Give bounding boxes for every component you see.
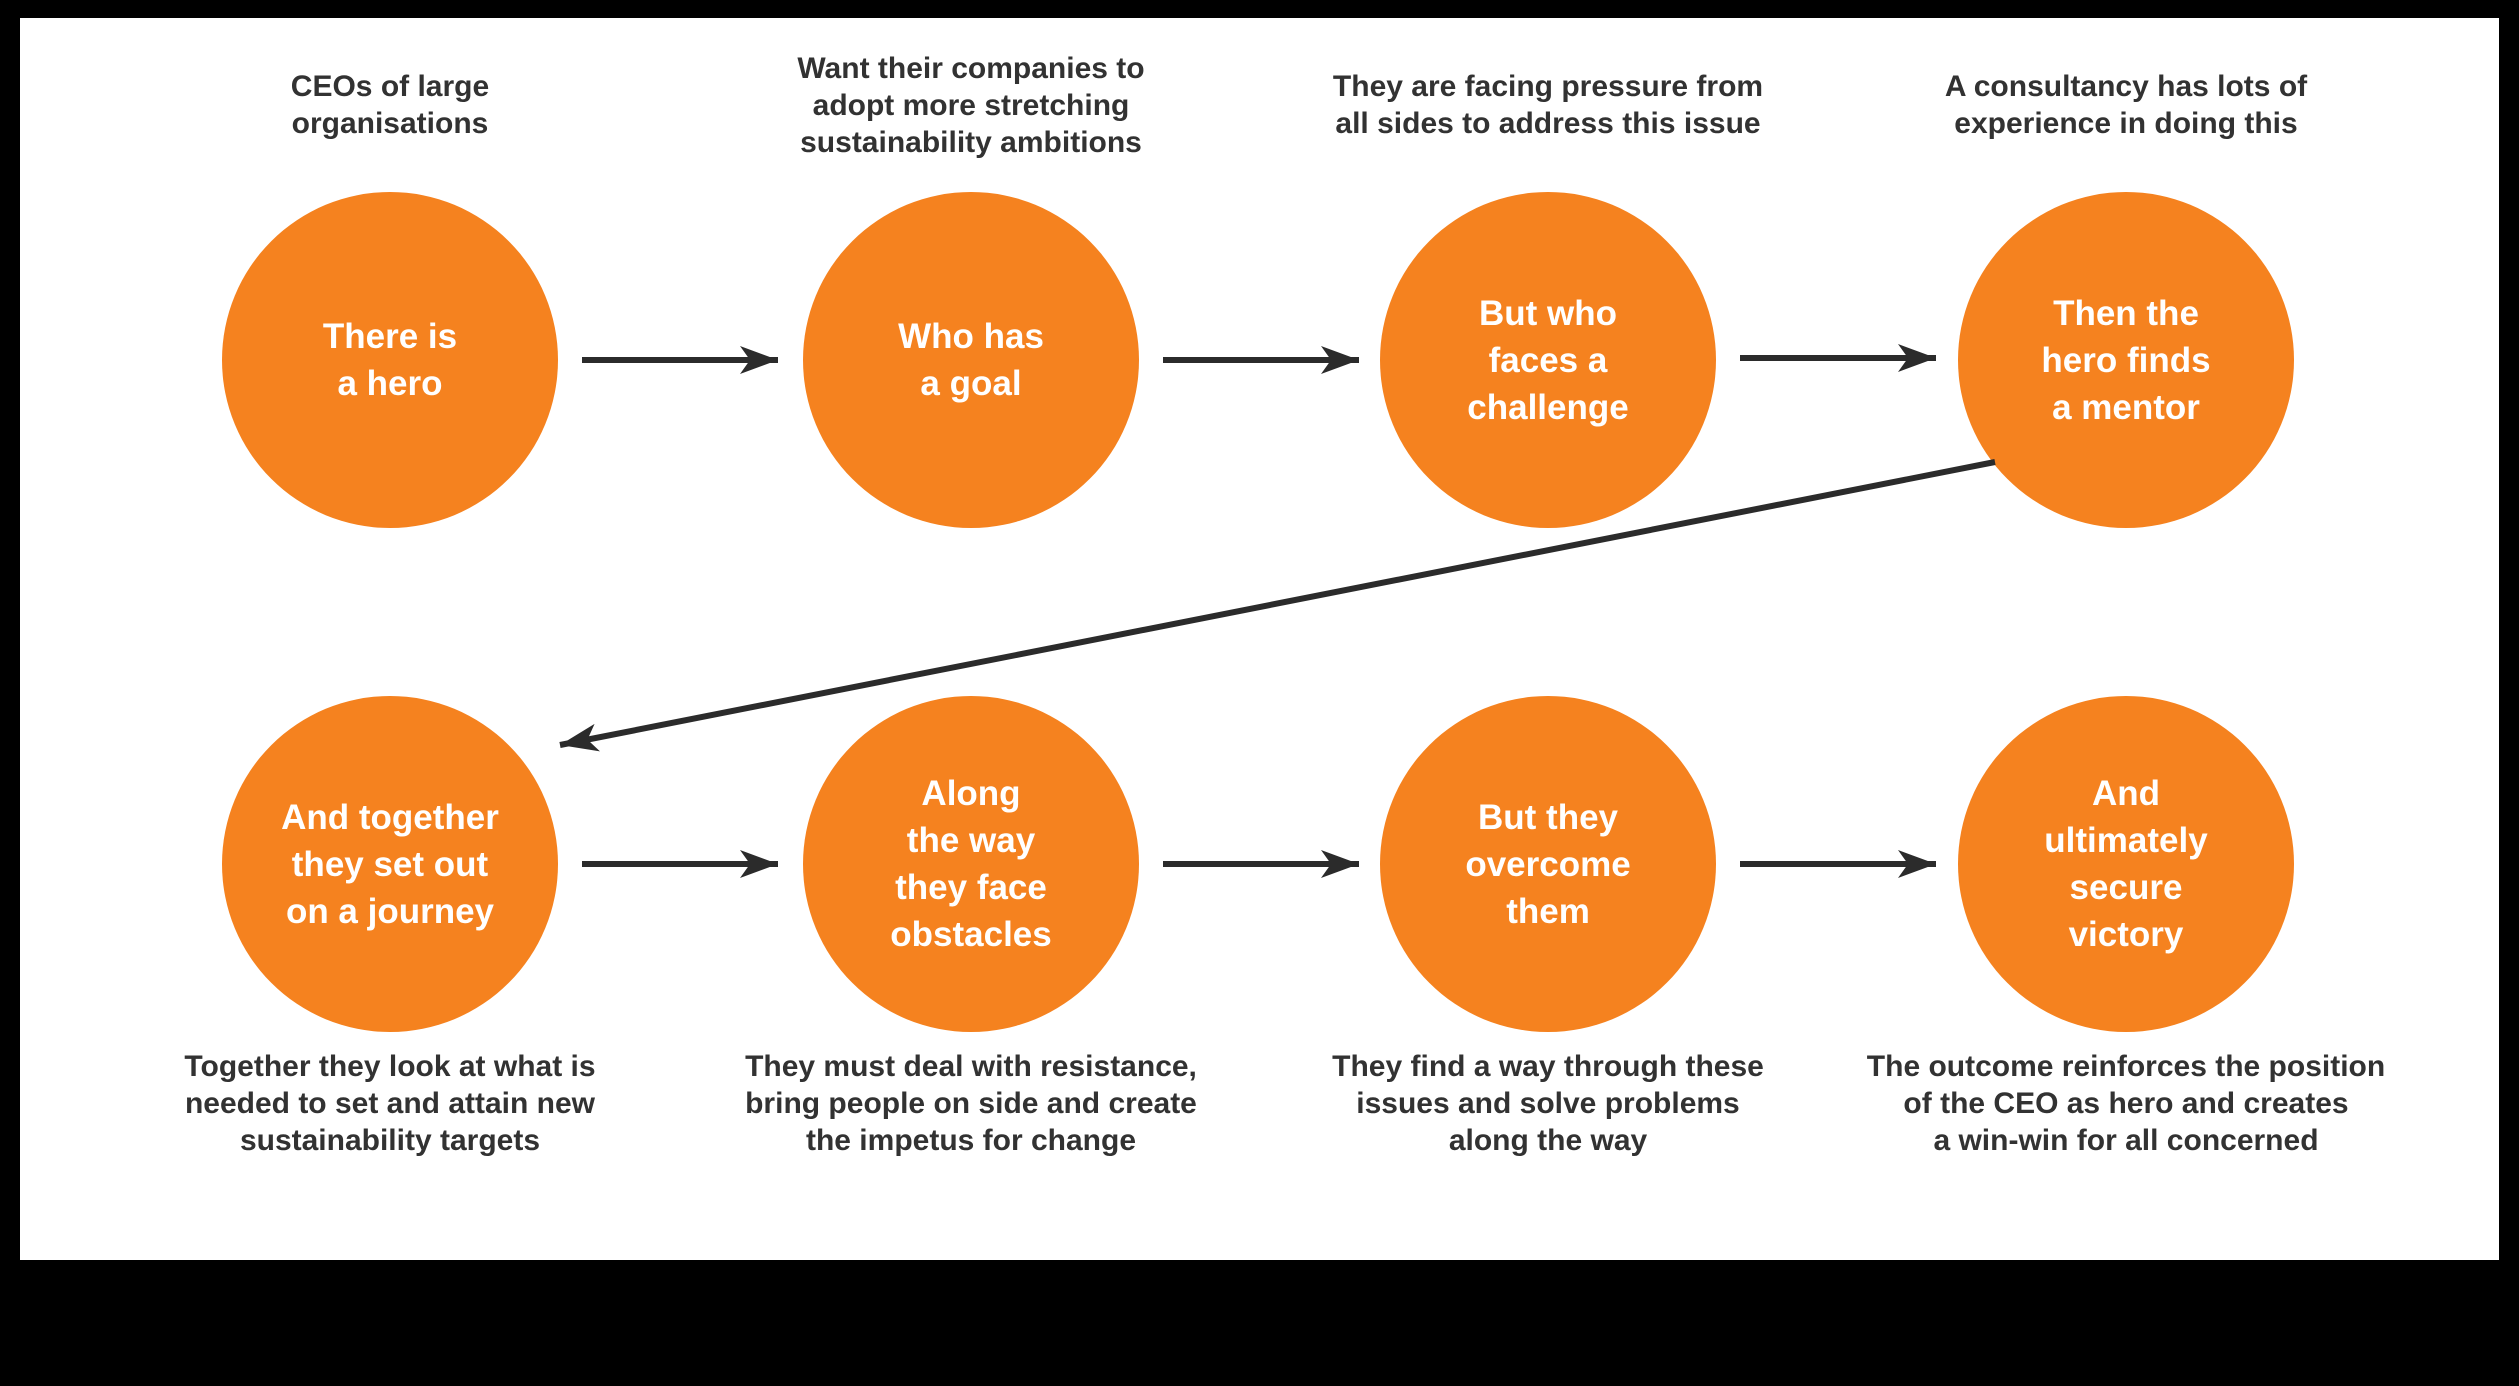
circle-mentor: Then the hero finds a mentor [1958,192,2294,528]
caption-targets: Together they look at what is needed to … [184,1050,596,1157]
circle-goal: Who has a goal [803,192,1139,528]
circle-challenge-label: But who faces a challenge [1467,293,1629,427]
circle-hero-label: There is a hero [322,317,458,403]
caption-resistance: They must deal with resistance, bring pe… [745,1050,1197,1157]
circle-hero: There is a hero [222,192,558,528]
caption-outcome: The outcome reinforces the position of t… [1866,1050,2386,1157]
circle-overcome-label: But they overcome them [1465,797,1631,931]
caption-consultancy: A consultancy has lots of experience in … [1944,70,2308,140]
caption-ambitions: Want their companies to adopt more stret… [797,51,1145,159]
caption-ceos: CEOs of large organisations [290,70,490,140]
caption-solve: They find a way through these issues and… [1332,1050,1764,1157]
circle-mentor-label: Then the hero finds a mentor [2041,293,2211,427]
circle-goal-label: Who has a goal [898,317,1044,403]
circle-victory: And ultimately secure victory [1958,696,2294,1032]
circle-challenge: But who faces a challenge [1380,192,1716,528]
circle-obstacles-label: Along the way they face obstacles [890,774,1052,954]
circle-overcome: But they overcome them [1380,696,1716,1032]
circle-journey-label: And together they set out on a journey [281,797,499,931]
circle-obstacles: Along the way they face obstacles [803,696,1139,1032]
caption-pressure: They are facing pressure from all sides … [1332,70,1764,140]
circle-journey: And together they set out on a journey [222,696,558,1032]
circle-victory-label: And ultimately secure victory [2044,774,2208,954]
